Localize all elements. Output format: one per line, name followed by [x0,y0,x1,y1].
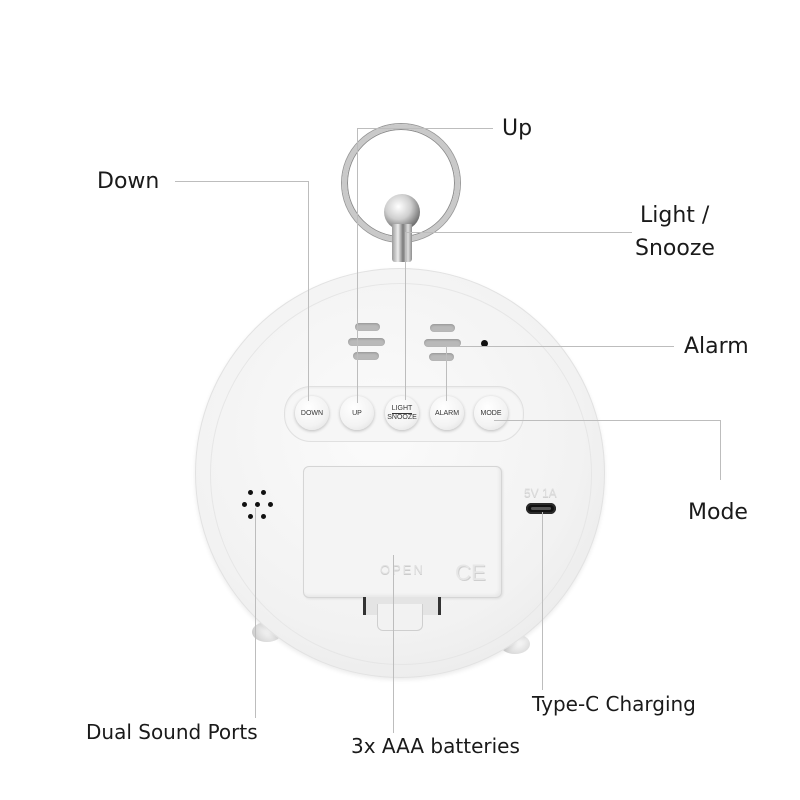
mode-button[interactable]: MODE [474,396,508,430]
callout-batteries: 3x AAA batteries [351,734,520,758]
callout-sound-ports: Dual Sound Ports [86,720,258,744]
alarm-indicator-dot [481,340,488,347]
callout-light-line1: Light / [640,203,710,228]
leader-line-mode-v [720,420,721,480]
leader-line-alarm-v [446,346,447,401]
battery-latch-tab[interactable] [377,604,423,631]
leader-line-batteries [393,555,394,733]
open-marking: OPEN [380,562,425,577]
leader-line-light-v [405,232,406,400]
clock-rim [210,283,592,665]
light-snooze-button[interactable]: LIGHT SNOOZE [385,396,419,430]
usb-c-port [526,503,556,514]
leader-line-typec [542,512,543,690]
callout-light-line2: Snooze [635,236,715,261]
leader-line-up-v [357,128,358,403]
battery-door[interactable] [303,466,502,598]
leader-line-sound [255,508,256,718]
leader-line-up-h [357,128,493,129]
alarm-button[interactable]: ALARM [430,396,464,430]
ring-stem [392,224,412,262]
leader-line-down-v [308,181,309,401]
callout-mode: Mode [688,500,748,525]
callout-up: Up [502,116,533,141]
ce-marking: CE [455,560,486,585]
down-button[interactable]: DOWN [295,396,329,430]
power-rating-marking: 5V 1A [524,486,557,500]
callout-down: Down [97,169,160,194]
leader-line-down-h [175,181,309,182]
leader-line-light-h [405,232,632,233]
callout-alarm: Alarm [684,334,749,359]
callout-type-c: Type-C Charging [532,692,696,716]
leader-line-mode-h [494,420,721,421]
leader-line-alarm-h [446,346,674,347]
